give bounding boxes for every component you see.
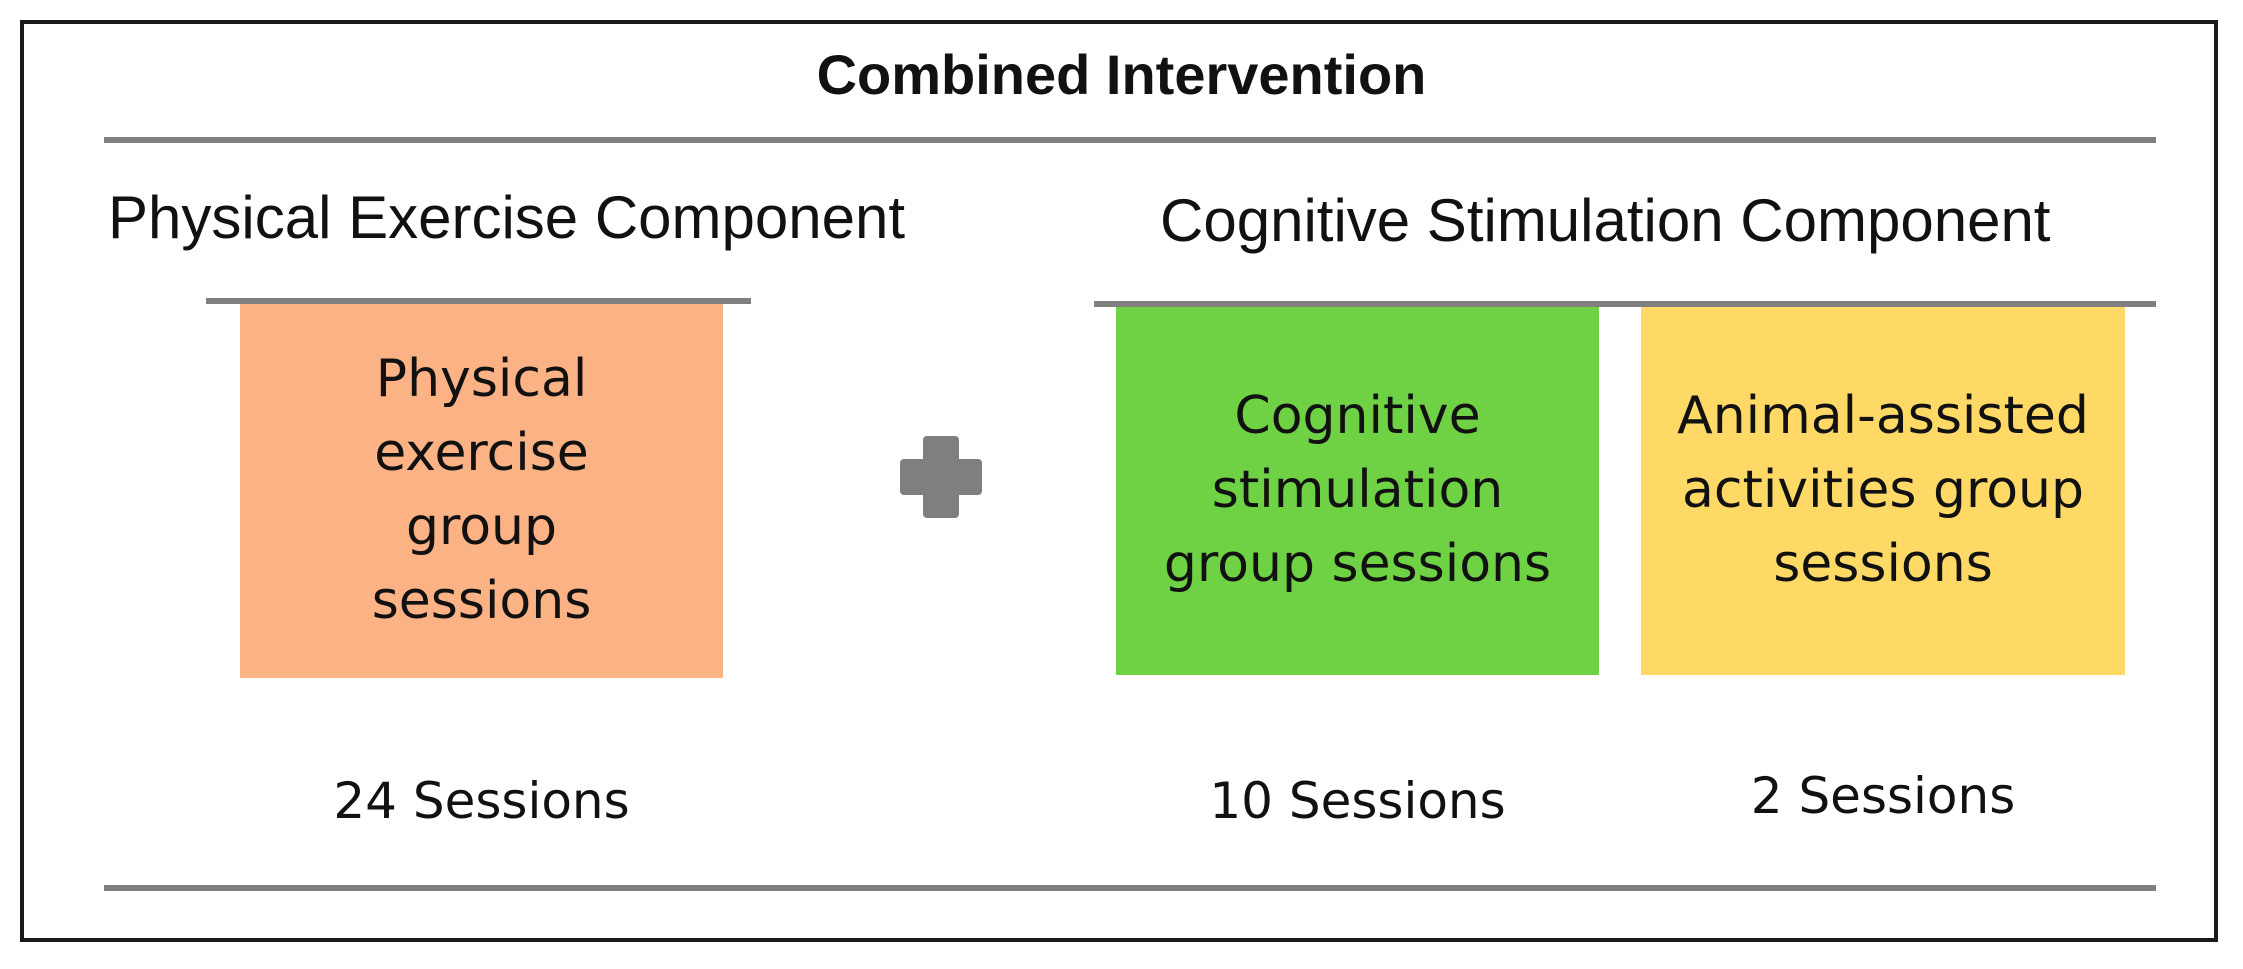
title-divider — [104, 137, 2156, 143]
physical-exercise-label: Physical exercise group sessions — [371, 349, 592, 631]
cognitive-stimulation-sessions: 10 Sessions — [1209, 772, 1506, 830]
diagram-frame — [20, 20, 2218, 942]
cognitive-stimulation-box: Cognitive stimulation group sessions — [1116, 307, 1599, 675]
cognitive-component-rule — [1094, 301, 2156, 307]
animal-assisted-label: Animal-assisted activities group session… — [1677, 386, 2089, 594]
animal-assisted-box: Animal-assisted activities group session… — [1641, 307, 2125, 675]
physical-exercise-sessions: 24 Sessions — [333, 772, 630, 830]
bottom-divider — [104, 885, 2156, 891]
plus-icon-vertical — [923, 436, 959, 518]
physical-exercise-box: Physical exercise group sessions — [240, 304, 723, 678]
cognitive-component-heading: Cognitive Stimulation Component — [1160, 187, 2051, 254]
physical-component-heading: Physical Exercise Component — [108, 184, 906, 251]
plus-icon — [900, 436, 982, 518]
diagram-title: Combined Intervention — [816, 43, 1427, 106]
cognitive-stimulation-label: Cognitive stimulation group sessions — [1163, 386, 1552, 594]
animal-assisted-sessions: 2 Sessions — [1750, 767, 2016, 825]
physical-component-rule — [206, 298, 751, 304]
